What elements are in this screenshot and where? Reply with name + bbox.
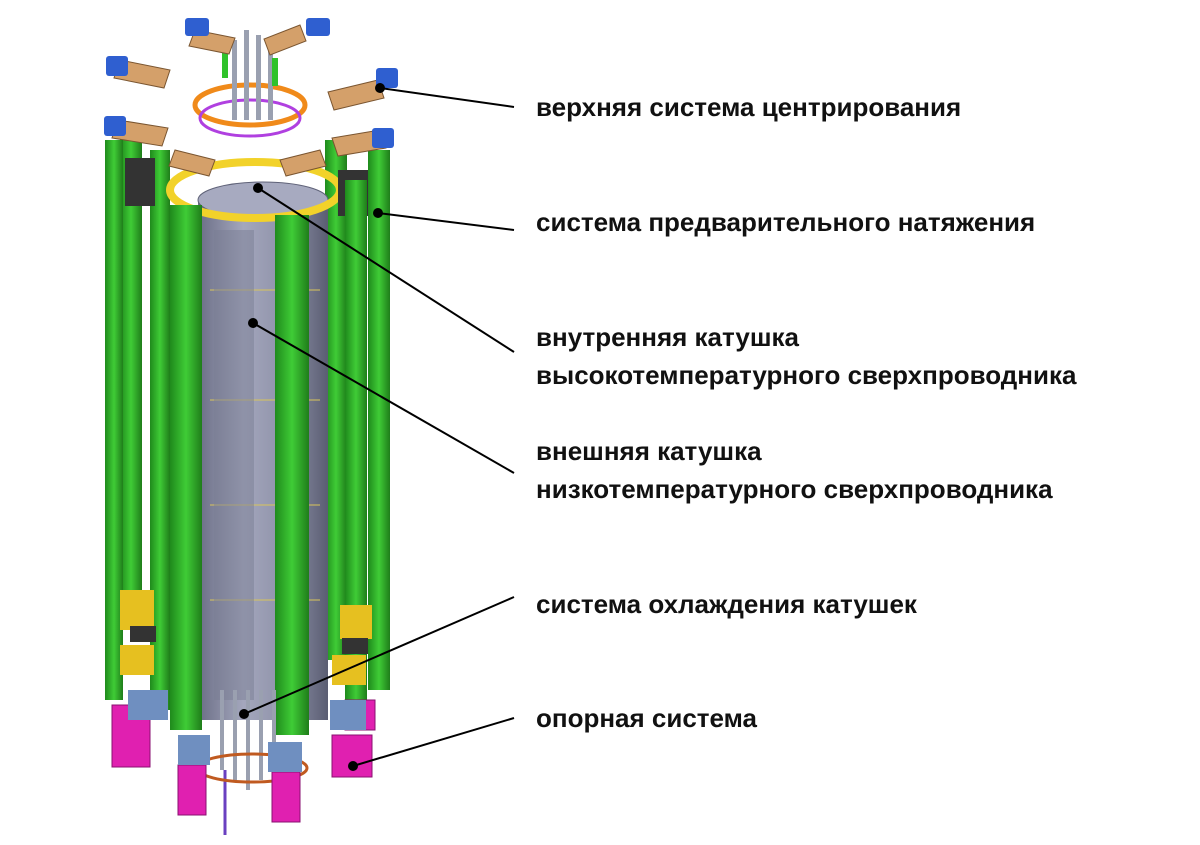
- label-outer-coil: внешняя катушка низкотемпературного свер…: [536, 436, 1053, 504]
- label-pretension: система предварительного натяжения: [536, 207, 1036, 237]
- top-centering-system: [104, 18, 398, 222]
- leader-pretension: [377, 212, 515, 231]
- leader-inner-coil: [257, 187, 515, 353]
- leader-lines: [243, 87, 515, 767]
- label-cooling: система охлаждения катушек: [536, 589, 917, 619]
- leader-support: [352, 717, 515, 767]
- leader-cooling: [243, 596, 515, 715]
- pretension-frame-back: [120, 135, 390, 710]
- lower-blocks: [120, 590, 372, 685]
- support-blue-parts: [128, 690, 366, 772]
- leader-outer-coil: [252, 322, 515, 474]
- label-top-centering: верхняя система центрирования: [536, 92, 962, 122]
- label-inner-coil: внутренняя катушка высокотемпературного …: [536, 322, 1077, 390]
- label-support: опорная система: [536, 703, 758, 733]
- leader-top-centering: [379, 87, 515, 108]
- pretension-frame-front: [105, 140, 367, 735]
